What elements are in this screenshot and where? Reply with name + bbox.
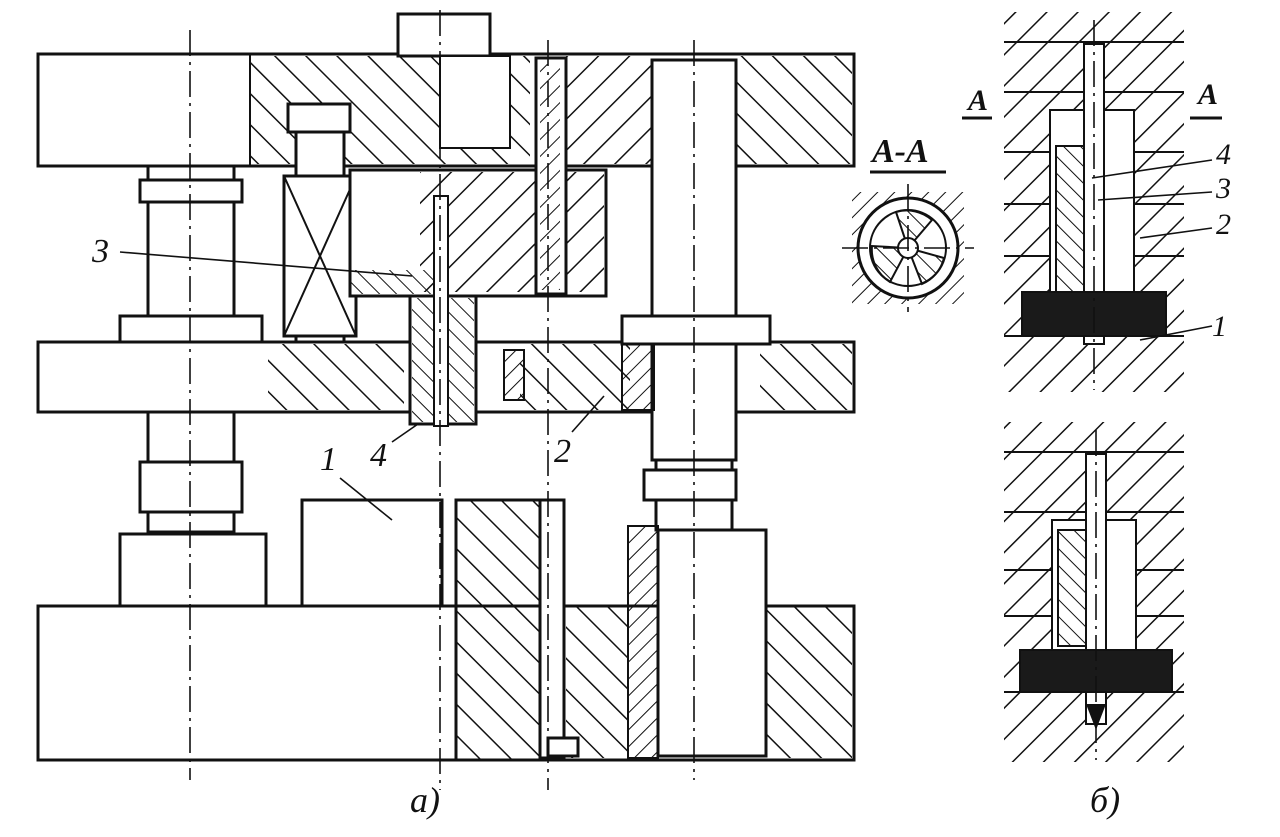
- guide-pin-upper: [534, 56, 568, 296]
- section-mark-left: А: [966, 84, 988, 117]
- ejector-part-4: [408, 195, 478, 427]
- lower-plate: [36, 498, 856, 762]
- callout-1: 1: [320, 441, 337, 478]
- part-1-block: [300, 498, 444, 608]
- callout-3: 3: [91, 233, 109, 270]
- section-mark-right: А: [1196, 78, 1218, 111]
- caption-a: а): [410, 780, 440, 820]
- callout-2: 2: [554, 433, 571, 470]
- b-callout-3: 3: [1215, 172, 1231, 205]
- punch-holder: [348, 168, 608, 298]
- caption-b: б): [1090, 780, 1120, 820]
- b-callout-2: 2: [1216, 208, 1231, 241]
- section-a-a: А-А: [842, 133, 974, 312]
- shank-body: [439, 55, 511, 149]
- leader-3: [119, 251, 413, 277]
- callout-4: 4: [370, 437, 387, 474]
- leader-1: [339, 477, 393, 521]
- view-a-drawing: 3 1 4 2 а): [36, 10, 856, 820]
- spring-pin: [503, 349, 525, 401]
- view-b-top: А А 4 3 2 1: [962, 12, 1231, 392]
- view-b-bottom: б): [1004, 422, 1184, 820]
- upper-shank: [396, 12, 492, 58]
- section-title: А-А: [870, 133, 929, 170]
- b-callout-1: 1: [1212, 310, 1227, 343]
- leader-2: [571, 395, 605, 433]
- b-callout-4: 4: [1216, 138, 1231, 171]
- fixing-bolt: [282, 102, 358, 407]
- leader-4: [391, 423, 419, 443]
